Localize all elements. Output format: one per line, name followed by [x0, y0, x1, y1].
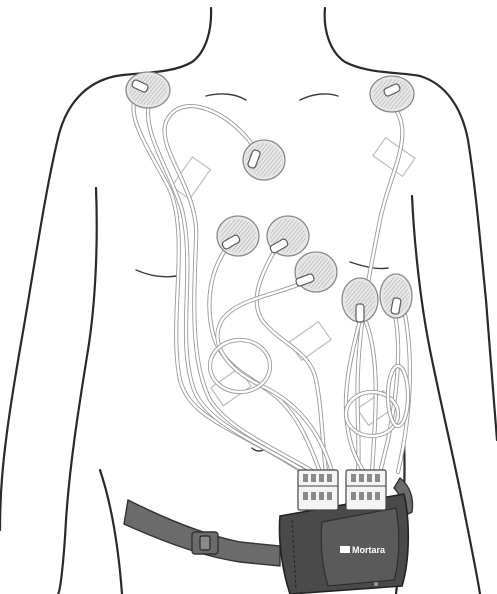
connector-block-left [298, 470, 338, 510]
electrode-pad [243, 140, 285, 180]
waist-left [100, 470, 122, 594]
electrode-pad [126, 72, 170, 108]
arm-inner-left [58, 188, 97, 594]
clavicle-right [300, 94, 338, 100]
shoulder-left [0, 76, 116, 530]
electrode-pad [342, 278, 378, 322]
arm-inner-right [412, 196, 480, 594]
electrode-pad [370, 76, 414, 112]
lead-connectors [298, 470, 386, 510]
electrode-pad [217, 216, 259, 256]
electrodes [126, 72, 414, 322]
shoulder-right [420, 76, 497, 440]
electrode-pad [295, 252, 337, 292]
connector-block-right [346, 470, 386, 510]
neck-right [325, 8, 420, 76]
electrode-pad [380, 274, 412, 318]
tape-strip [289, 322, 331, 361]
electrode-pad [267, 216, 309, 256]
brand-label: Mortara [352, 545, 386, 555]
brand-badge-icon [340, 546, 350, 553]
belt-loop [200, 536, 210, 550]
status-light [374, 582, 378, 586]
lead-wire-group-outer [133, 92, 314, 472]
chest-line-left [136, 270, 176, 277]
clavicle-left [206, 94, 246, 100]
tape-strips [172, 138, 415, 426]
neck-left [116, 8, 211, 76]
